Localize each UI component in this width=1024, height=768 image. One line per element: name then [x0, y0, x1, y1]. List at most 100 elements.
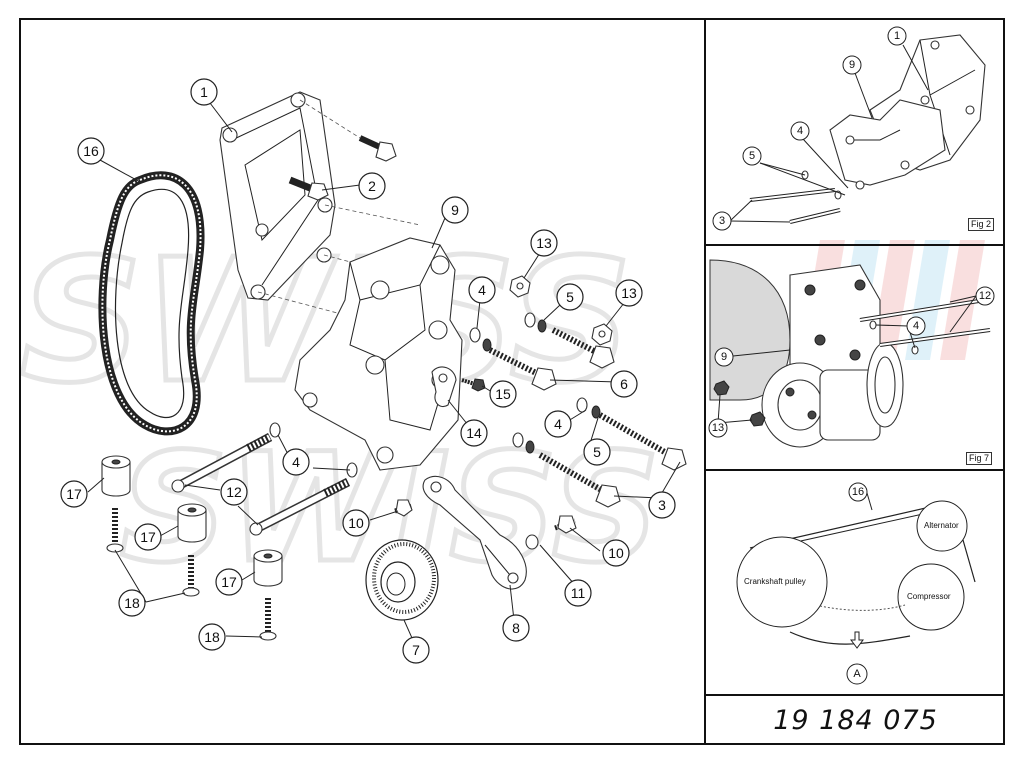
- callout-3: 3: [648, 491, 676, 519]
- tensioner-link-part: [431, 366, 457, 408]
- svg-text:9: 9: [451, 202, 459, 218]
- callout-13: 13: [530, 229, 558, 257]
- callout-5: 5: [583, 438, 611, 466]
- svg-text:13: 13: [621, 285, 637, 301]
- bolt-10-part: [394, 499, 577, 550]
- fig7-callout-12: 12: [975, 286, 995, 306]
- svg-text:13: 13: [536, 235, 552, 251]
- callout-1: 1: [190, 78, 218, 106]
- callout-17: 17: [215, 568, 243, 596]
- svg-text:11: 11: [571, 585, 586, 601]
- fig7-callout-13: 13: [708, 418, 728, 438]
- callout-12: 12: [220, 478, 248, 506]
- spacer-17-part: [101, 455, 283, 587]
- pulley-part: [365, 539, 439, 621]
- svg-text:17: 17: [221, 574, 237, 590]
- svg-text:16: 16: [83, 143, 99, 159]
- fig2-callout-9: 9: [842, 55, 862, 75]
- part-number: 19 184 075: [773, 704, 938, 736]
- upper-bracket-part: [219, 91, 336, 301]
- belt-routing-diagram: [736, 492, 976, 649]
- callout-9: 9: [441, 196, 469, 224]
- callout-13: 13: [615, 279, 643, 307]
- fig2-callout-5: 5: [742, 146, 762, 166]
- svg-text:16: 16: [852, 486, 864, 498]
- svg-text:5: 5: [749, 150, 755, 162]
- svg-text:14: 14: [466, 425, 482, 441]
- crankshaft-pulley-circle: [736, 536, 828, 628]
- svg-text:1: 1: [200, 84, 208, 100]
- svg-text:8: 8: [512, 620, 520, 636]
- svg-text:4: 4: [478, 282, 486, 298]
- compressor-label: Compressor: [907, 592, 951, 601]
- svg-text:3: 3: [719, 215, 725, 227]
- fig7-callout-4: 4: [906, 316, 926, 336]
- nut-13-part: [509, 275, 613, 346]
- callout-10: 10: [602, 539, 630, 567]
- callout-18: 18: [118, 589, 146, 617]
- fig2-bracket-assembly: [749, 34, 986, 224]
- callout-5: 5: [556, 283, 584, 311]
- callout-17: 17: [134, 523, 162, 551]
- svg-text:7: 7: [412, 642, 420, 658]
- svg-text:12: 12: [979, 290, 991, 302]
- callout-15: 15: [489, 380, 517, 408]
- callout-2: 2: [358, 172, 386, 200]
- belt-callout-16: 16: [848, 482, 868, 502]
- callout-10: 10: [342, 509, 370, 537]
- drive-belt-part: [98, 171, 205, 436]
- fig7-callout-9: 9: [714, 347, 734, 367]
- svg-text:4: 4: [554, 416, 562, 432]
- view-marker-a: A: [846, 663, 868, 685]
- svg-text:4: 4: [913, 320, 919, 332]
- alternator-label: Alternator: [924, 521, 959, 530]
- bolt-15-part: [461, 378, 486, 392]
- svg-text:13: 13: [712, 422, 724, 434]
- svg-text:6: 6: [620, 376, 628, 392]
- fig2-callout-1: 1: [887, 26, 907, 46]
- svg-text:9: 9: [721, 351, 727, 363]
- svg-text:4: 4: [797, 125, 803, 137]
- adjuster-arm-part: [422, 475, 527, 590]
- svg-text:18: 18: [204, 629, 220, 645]
- svg-text:1: 1: [894, 30, 900, 42]
- callout-16: 16: [77, 137, 105, 165]
- svg-text:12: 12: [226, 484, 242, 500]
- svg-text:2: 2: [368, 178, 376, 194]
- callout-14: 14: [460, 419, 488, 447]
- bolt-6-part: [488, 327, 615, 391]
- callout-4: 4: [544, 410, 572, 438]
- callout-4: 4: [468, 276, 496, 304]
- callout-11: 11: [564, 579, 592, 607]
- callout-6: 6: [610, 370, 638, 398]
- fig2-tag: Fig 2: [968, 218, 995, 231]
- callout-4: 4: [282, 448, 310, 476]
- svg-text:A: A: [853, 668, 861, 680]
- svg-text:18: 18: [124, 595, 140, 611]
- fig7-tag: Fig 7: [966, 452, 993, 465]
- bolt-3-part: [538, 412, 687, 508]
- svg-text:17: 17: [140, 529, 156, 545]
- callout-8: 8: [502, 614, 530, 642]
- svg-text:3: 3: [658, 497, 666, 513]
- svg-text:15: 15: [495, 386, 511, 402]
- svg-text:17: 17: [66, 486, 82, 502]
- fig2-callout-3: 3: [712, 211, 732, 231]
- fig2-callout-4: 4: [790, 121, 810, 141]
- svg-text:10: 10: [348, 515, 364, 531]
- svg-text:5: 5: [566, 289, 574, 305]
- bolt-18-part: [106, 508, 277, 641]
- svg-text:4: 4: [292, 454, 300, 470]
- fig7-compressor-assembly: [709, 259, 991, 448]
- svg-text:10: 10: [608, 545, 624, 561]
- callout-17: 17: [60, 480, 88, 508]
- crankshaft-pulley-label: Crankshaft pulley: [744, 577, 806, 586]
- svg-text:5: 5: [593, 444, 601, 460]
- view-arrow-icon: [850, 631, 864, 649]
